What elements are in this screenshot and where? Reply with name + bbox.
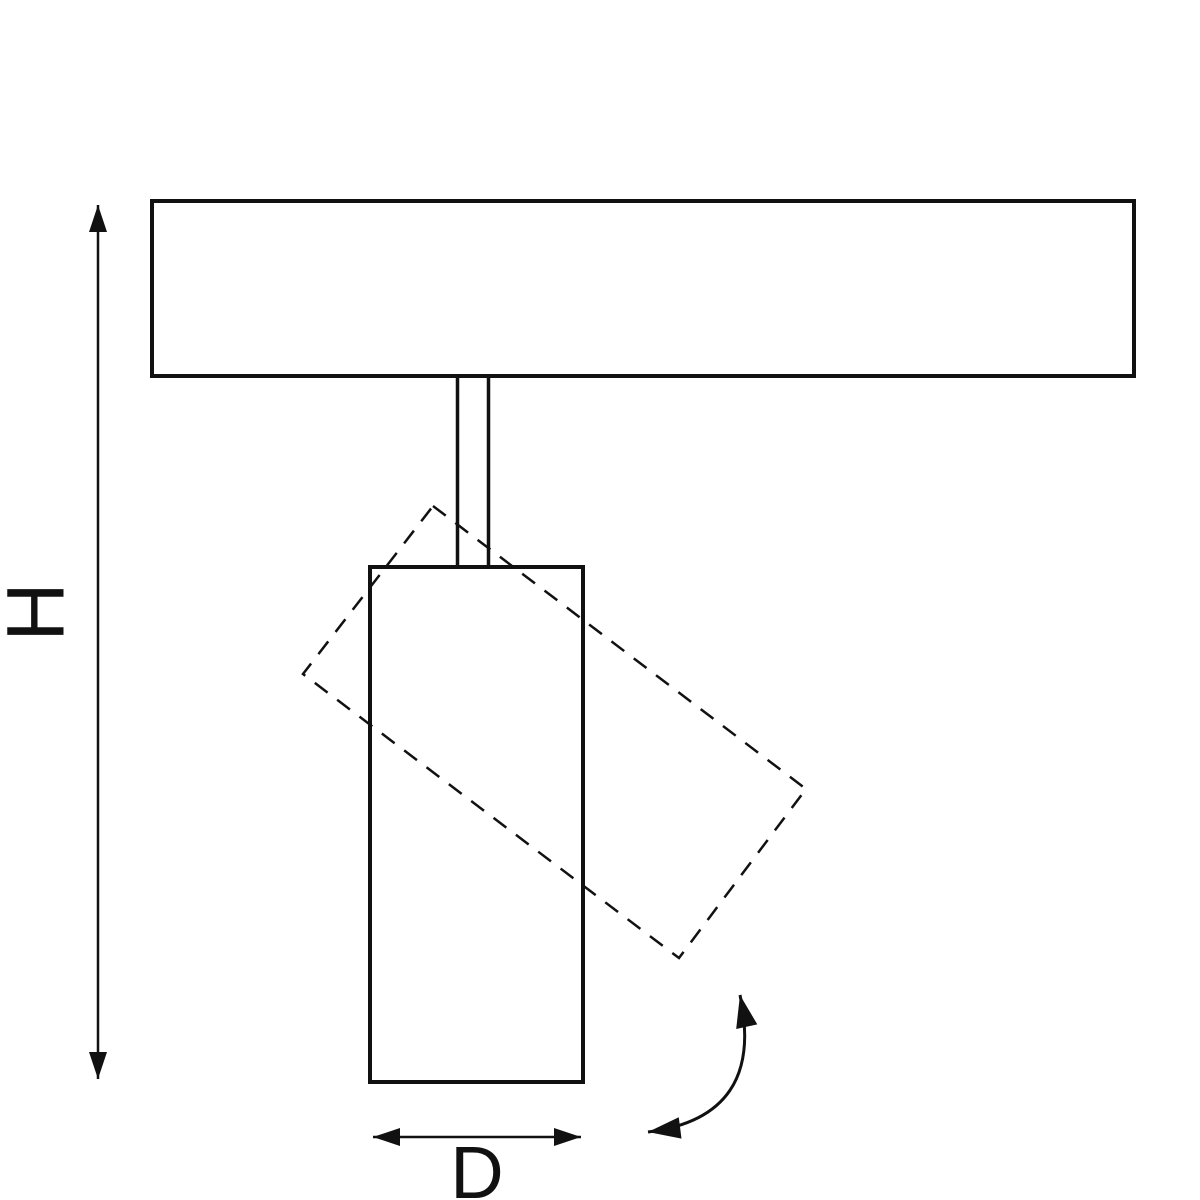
- spotlight-body-rotated-dashed: [301, 504, 808, 960]
- diameter-label: D: [450, 1131, 503, 1200]
- rotation-arrow: [647, 994, 758, 1139]
- height-label: H: [0, 582, 82, 641]
- spotlight-body: [368, 565, 585, 1084]
- drawing-line-work: [89, 199, 1136, 1146]
- track-base-profile: [150, 199, 1136, 378]
